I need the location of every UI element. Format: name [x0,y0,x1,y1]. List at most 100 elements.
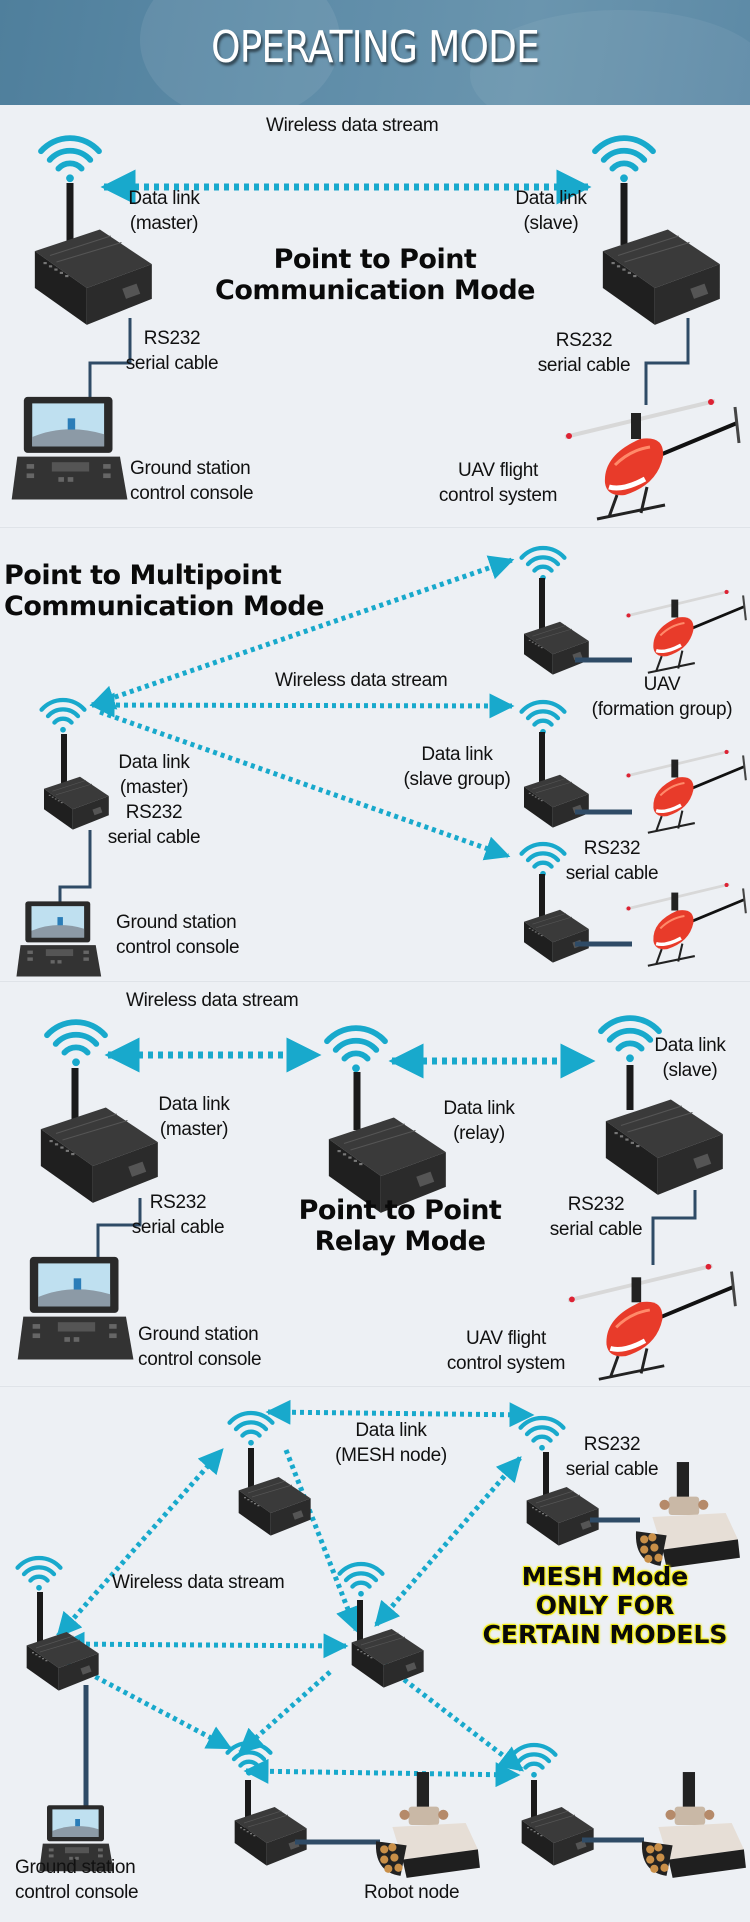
title-line: Communication Mode [4,591,324,622]
slave-label: Data link (slave) [648,1033,732,1083]
wireless-stream-label: Wireless data stream [126,990,299,1011]
ground-station-label: Ground station control console [138,1322,262,1372]
label-line: (slave group) [403,769,511,790]
uav-helicopter [623,881,748,968]
label-line: (relay) [453,1123,505,1144]
label-line: RS232 [143,328,201,349]
wireless-stream-label: Wireless data stream [275,670,448,691]
mesh-node-label: Data link (MESH node) [326,1418,456,1468]
rs232-label: RS232 serial cable [556,1432,668,1482]
uav-flight-label: UAV flight control system [428,458,568,508]
wifi-icon [340,1564,383,1597]
label-line: Data link [128,188,200,209]
label-line: Ground station [138,1324,259,1345]
radio-master-device [34,228,153,326]
label-line: Data link [515,188,587,209]
robot-node [641,1772,746,1878]
label-line: serial cable [549,1219,643,1240]
label-line: serial cable [107,827,201,848]
rs232-cable [96,1198,142,1265]
label-line: Ground station [116,912,237,933]
title-line: Point to Point [298,1195,502,1226]
title-line: Point to Multipoint [4,560,282,591]
radio-master-device [43,776,110,830]
slave-label: Data link (slave) [506,186,596,236]
label-line: control system [446,1353,566,1374]
label-line: serial cable [565,863,659,884]
master-label: Data link (master) [118,186,210,236]
rs232-cable [88,318,132,400]
label-line: serial cable [131,1217,225,1238]
uav-formation-label: UAV (formation group) [577,672,747,722]
radio-mesh-node [526,1486,600,1547]
mode-title-relay: Point to Point Relay Mode [270,1195,530,1257]
wireless-stream-arrow [99,709,511,861]
radio-slave-device [523,909,590,963]
radio-slave-device [602,228,721,326]
label-line: (master) [159,1119,229,1140]
rs232-label: RS232 serial cable [540,1192,652,1242]
label-line: Data link [355,1420,427,1441]
ground-station-console [16,901,102,977]
p2mp-diagram [16,548,748,977]
radio-slave-device [523,621,590,675]
label-line: (MESH node) [335,1445,447,1466]
ground-station-label: Ground station control console [130,456,254,506]
uav-helicopter [623,588,748,675]
ground-station-console [17,1256,134,1360]
wifi-icon [230,1413,273,1446]
rs232-label: RS232 serial cable [116,326,228,376]
radio-master-device [40,1106,159,1204]
note-line: CERTAIN MODELS [482,1620,728,1649]
label-line: Data link [421,744,493,765]
label-line: Data link [158,1094,230,1115]
wireless-stream-arrow [89,555,515,710]
label-line: control console [138,1349,262,1370]
label-line: control console [116,937,240,958]
label-line: serial cable [125,353,219,374]
label-line: RS232 [567,1194,625,1215]
label-line: serial cable [537,355,631,376]
wifi-icon [595,138,653,182]
section-divider [0,981,750,982]
robot-node-label: Robot node [364,1882,460,1903]
ground-station-label: Ground station control console [116,910,240,960]
mode-title-point-to-multipoint: Point to Multipoint Communication Mode [4,560,324,622]
uav-flight-label: UAV flight control system [436,1326,576,1376]
section-divider [0,527,750,528]
drone-silhouette [140,0,340,105]
label-line: (formation group) [591,699,733,720]
slave-group-label: Data link (slave group) [392,742,522,792]
mesh-diagram [18,1399,746,1878]
wireless-stream-arrow [238,1670,332,1754]
p2p-diagram [11,138,739,519]
label-line: (master) [119,777,189,798]
rs232-label: RS232 serial cable [122,1190,234,1240]
page-title: OPERATING MODE [211,22,540,73]
wifi-icon [47,1022,105,1066]
title-line: Point to Point [273,244,477,275]
master-label: Data link (master) [148,1092,240,1142]
wifi-icon [522,702,565,735]
wireless-stream-arrow [283,1449,360,1633]
label-line: RS232 [555,330,613,351]
wifi-icon [327,1028,385,1072]
label-line: RS232 [583,1434,641,1455]
ground-station-console [11,396,128,500]
wireless-stream-arrow [383,1663,524,1772]
rs232-cable [651,1190,697,1265]
wifi-icon [522,548,565,581]
mode-title-point-to-point: Point to Point Communication Mode [185,244,565,306]
label-line: (slave) [662,1060,718,1081]
label-line: RS232 [583,838,641,859]
label-line: UAV flight [465,1328,547,1349]
label-line: RS232 [125,802,183,823]
wireless-stream-arrow [243,1758,521,1788]
label-line: control console [15,1882,139,1903]
radio-slave-device [523,774,590,828]
label-line: Ground station [15,1857,136,1878]
note-line: MESH Mode [521,1562,689,1591]
mesh-availability-note: MESH Mode ONLY FOR CERTAIN MODELS [470,1562,740,1649]
label-line: Data link [654,1035,726,1056]
label-line: Data link [118,752,190,773]
